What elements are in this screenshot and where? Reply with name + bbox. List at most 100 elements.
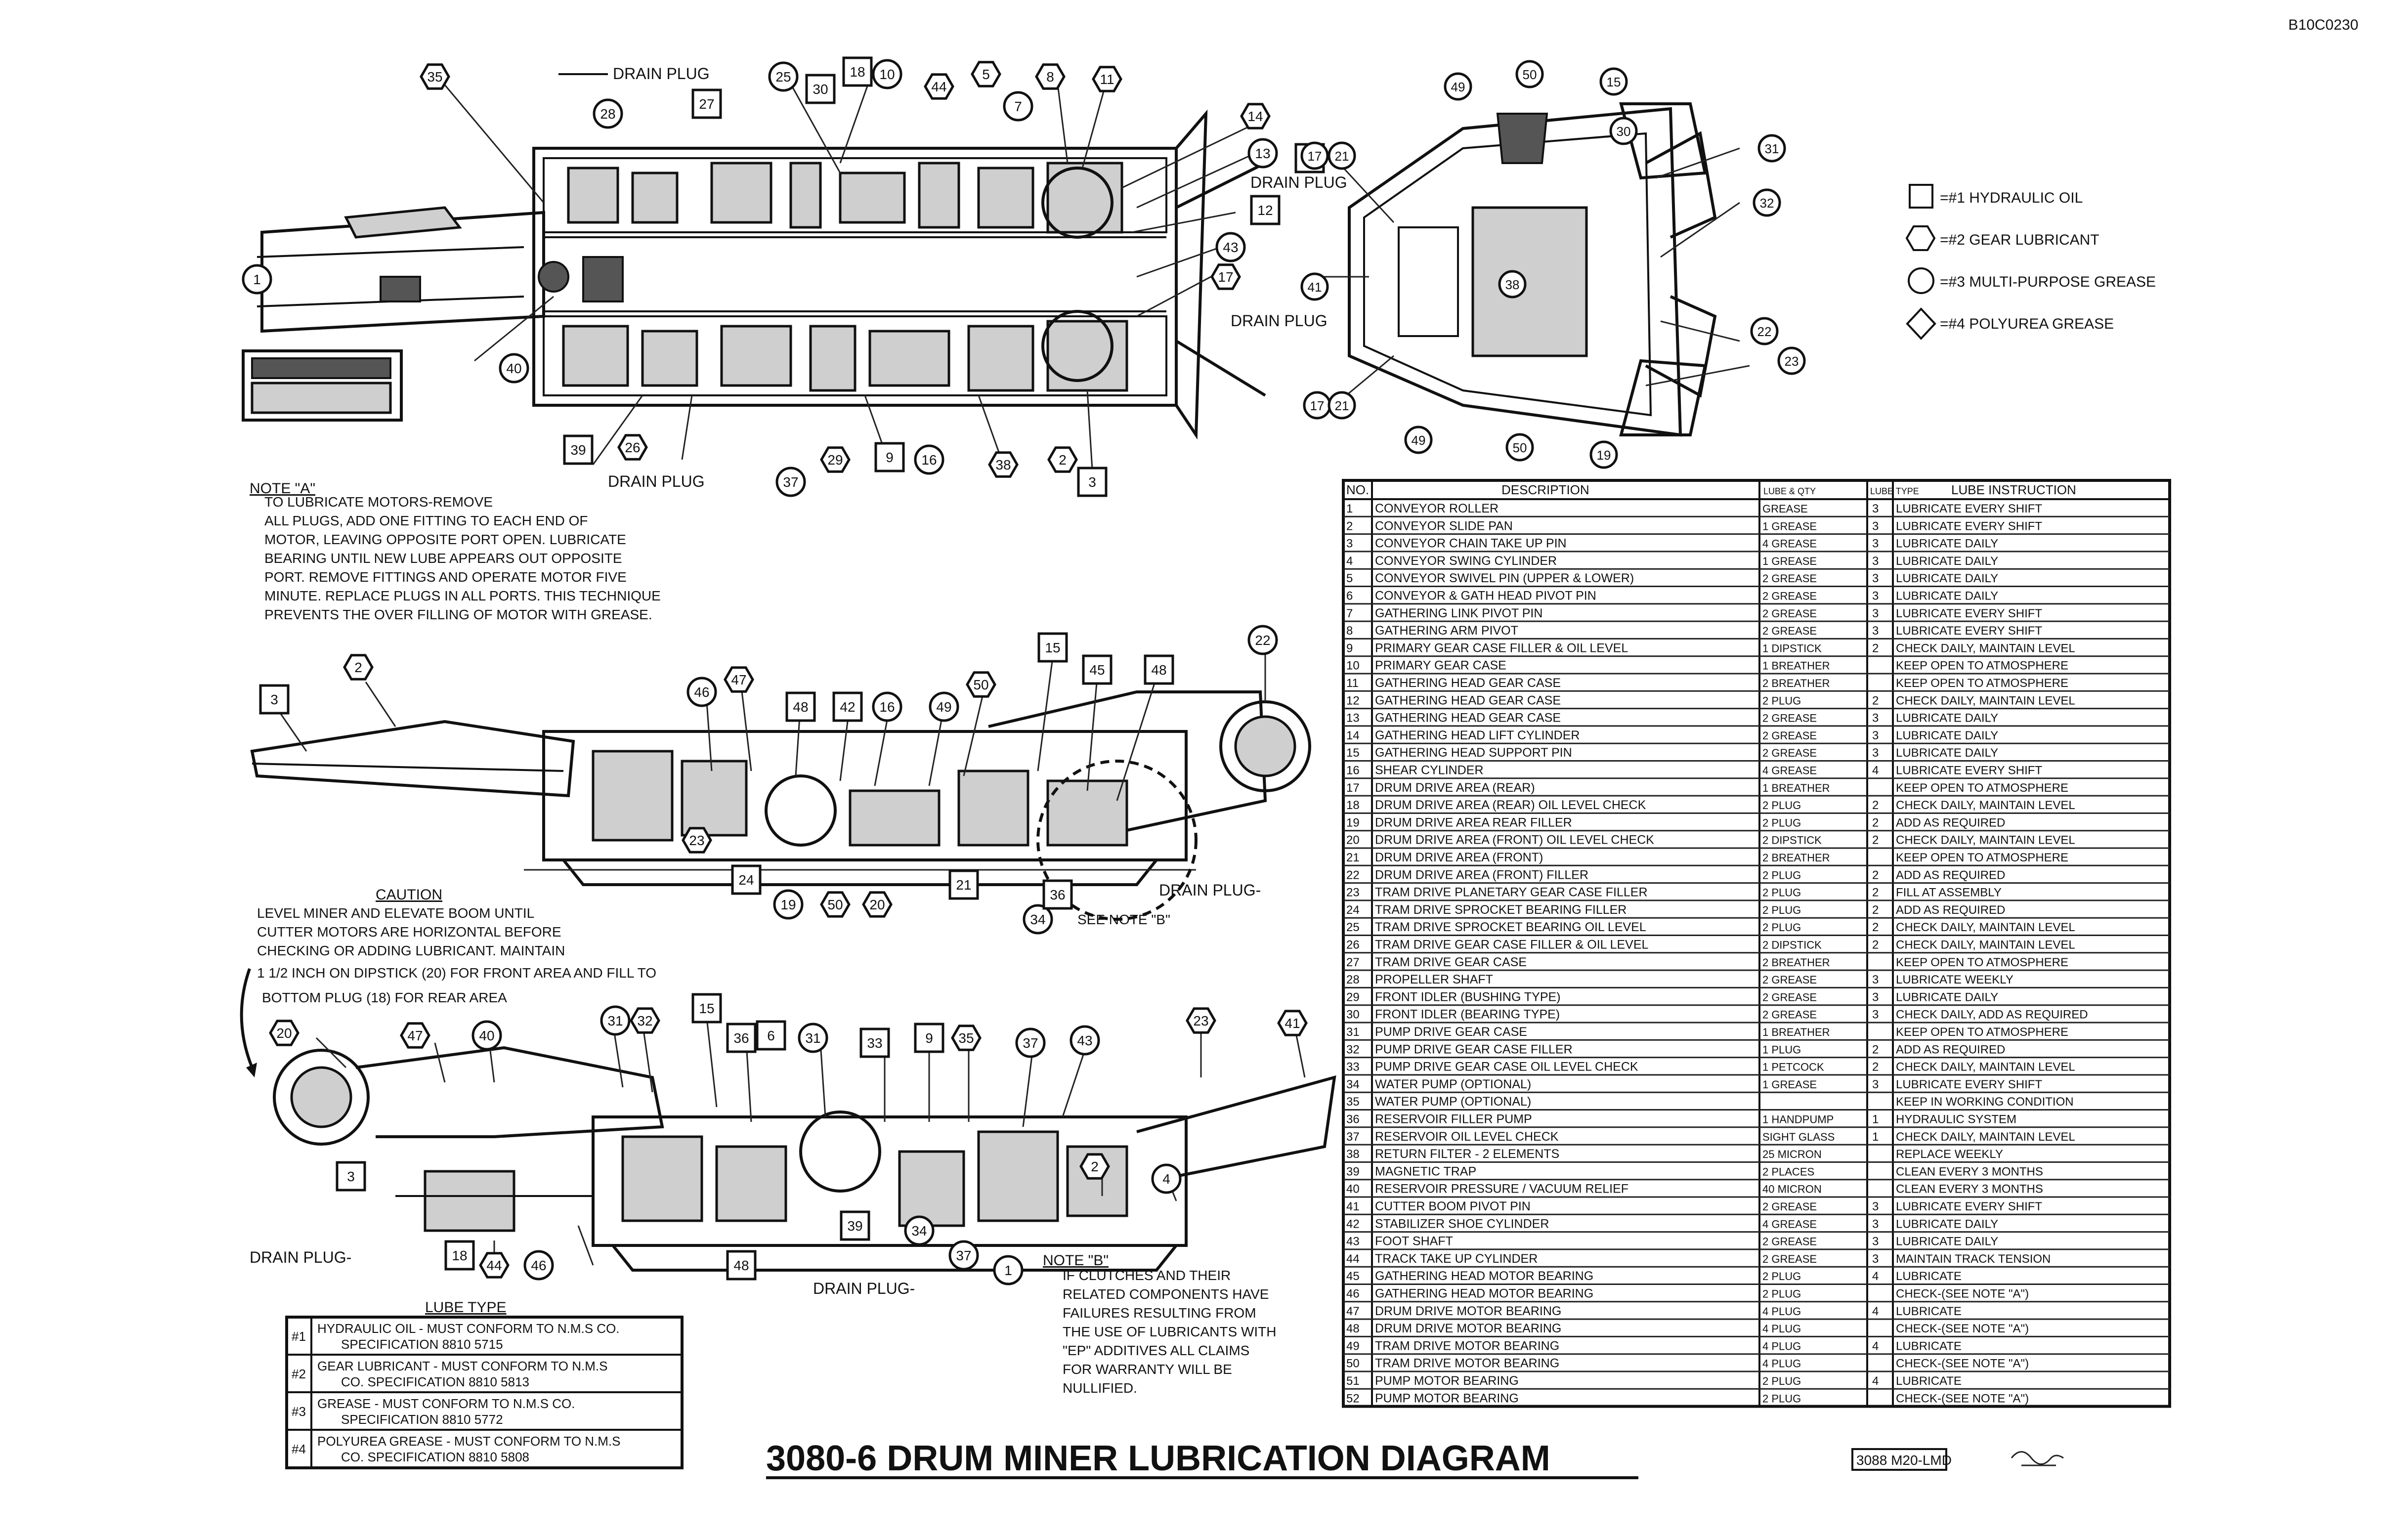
note-b-line-2: RELATED COMPONENTS HAVE bbox=[1063, 1286, 1269, 1302]
row-lube-qty: 2 GREASE bbox=[1762, 1200, 1817, 1213]
row-description: GATHERING HEAD MOTOR BEARING bbox=[1375, 1269, 1593, 1283]
row-instruction: CHECK DAILY, MAINTAIN LEVEL bbox=[1896, 921, 2075, 934]
mid-callout-number: 50 bbox=[973, 677, 988, 692]
lube-type-text: GREASE - MUST CONFORM TO N.M.S CO. bbox=[317, 1396, 575, 1411]
row-lube-qty: 2 PLUG bbox=[1762, 869, 1801, 881]
drain-plug-label-7: DRAIN PLUG- bbox=[813, 1280, 915, 1297]
circle-icon bbox=[1908, 267, 1934, 294]
front-callout-number: 22 bbox=[1757, 324, 1772, 339]
row-lube-type: 1 bbox=[1872, 1130, 1879, 1144]
row-description: DRUM DRIVE AREA (FRONT) FILLER bbox=[1375, 868, 1588, 882]
row-number: 24 bbox=[1346, 903, 1360, 917]
lube-type-text: POLYUREA GREASE - MUST CONFORM TO N.M.S bbox=[317, 1434, 621, 1449]
mid-callout-marker-square bbox=[785, 691, 816, 722]
top-callout-marker-square bbox=[691, 88, 722, 119]
top-callout-marker-square bbox=[563, 434, 594, 465]
note-b-line-5: "EP" ADDITIVES ALL CLAIMS bbox=[1063, 1343, 1249, 1358]
bottom-callout-marker-hexagon bbox=[269, 1020, 300, 1046]
row-instruction: KEEP OPEN TO ATMOSPHERE bbox=[1896, 659, 2068, 673]
row-description: DRUM DRIVE AREA (REAR) bbox=[1375, 781, 1535, 795]
bottom-callout-marker-square bbox=[914, 1023, 944, 1053]
bottom-callout-marker-square bbox=[726, 1023, 757, 1053]
top-callout-number: 40 bbox=[506, 361, 521, 376]
lube-type-text-cont: CO. SPECIFICATION 8810 5813 bbox=[341, 1374, 529, 1389]
top-callout-number: 13 bbox=[1255, 146, 1270, 161]
bottom-callout-number: 47 bbox=[407, 1028, 423, 1043]
mid-callout-number: 49 bbox=[936, 699, 951, 715]
row-number: 23 bbox=[1346, 886, 1360, 899]
row-lube-qty: 40 MICRON bbox=[1762, 1183, 1822, 1196]
front-callout-marker bbox=[1444, 72, 1472, 101]
row-lube-qty: 2 GREASE bbox=[1762, 572, 1817, 585]
caution-line-1: LEVEL MINER AND ELEVATE BOOM UNTIL bbox=[257, 905, 534, 921]
row-description: CONVEYOR CHAIN TAKE UP PIN bbox=[1375, 537, 1567, 551]
row-lube-type: 2 bbox=[1872, 1043, 1879, 1056]
row-description: GATHERING LINK PIVOT PIN bbox=[1375, 606, 1542, 620]
diamond-icon bbox=[1906, 307, 1936, 340]
mid-callout-marker-hexagon bbox=[724, 666, 754, 693]
row-instruction: LUBRICATE bbox=[1896, 1339, 1962, 1353]
note-b-line-4: THE USE OF LUBRICANTS WITH bbox=[1063, 1324, 1276, 1339]
lube-type-text-cont: SPECIFICATION 8810 5772 bbox=[341, 1412, 503, 1427]
row-description: TRAM DRIVE SPROCKET BEARING OIL LEVEL bbox=[1375, 920, 1646, 934]
symbol-legend: =#1 HYDRAULIC OIL =#2 GEAR LUBRICANT =#3… bbox=[1905, 184, 2156, 340]
bottom-callout-marker-square bbox=[840, 1210, 870, 1241]
row-lube-qty: 25 MICRON bbox=[1762, 1148, 1822, 1160]
row-number: 40 bbox=[1346, 1183, 1360, 1196]
row-description: PUMP MOTOR BEARING bbox=[1375, 1391, 1519, 1405]
row-lube-qty: 4 PLUG bbox=[1762, 1323, 1801, 1335]
mid-callout-number: 48 bbox=[793, 699, 808, 715]
row-number: 50 bbox=[1346, 1357, 1360, 1370]
bottom-callout-marker-circle bbox=[1070, 1025, 1100, 1056]
row-description: GATHERING HEAD LIFT CYLINDER bbox=[1375, 728, 1580, 742]
row-lube-type: 3 bbox=[1872, 973, 1879, 986]
note-b-line-6: FOR WARRANTY WILL BE bbox=[1063, 1362, 1232, 1377]
front-callout-marker bbox=[1777, 346, 1806, 375]
bottom-callout-marker-hexagon bbox=[1079, 1153, 1110, 1180]
row-description: TRACK TAKE UP CYLINDER bbox=[1375, 1252, 1538, 1266]
row-instruction: KEEP OPEN TO ATMOSPHERE bbox=[1896, 781, 2068, 795]
row-instruction: HYDRAULIC SYSTEM bbox=[1896, 1113, 2016, 1126]
row-instruction: LUBRICATE bbox=[1896, 1305, 1962, 1318]
mid-callout-number: 15 bbox=[1045, 640, 1060, 655]
row-instruction: LUBRICATE DAILY bbox=[1896, 1217, 1998, 1231]
drain-plug-label-4: DRAIN PLUG bbox=[608, 472, 705, 490]
row-number: 48 bbox=[1346, 1322, 1360, 1335]
row-lube-qty: 2 DIPSTICK bbox=[1762, 834, 1822, 847]
bottom-callout-marker-square bbox=[336, 1161, 366, 1192]
row-lube-qty: 1 BREATHER bbox=[1762, 782, 1830, 794]
bottom-callout-number: 36 bbox=[733, 1030, 749, 1046]
row-instruction: CHECK DAILY, MAINTAIN LEVEL bbox=[1896, 799, 2075, 812]
row-lube-type: 3 bbox=[1872, 1217, 1879, 1231]
row-instruction: LUBRICATE bbox=[1896, 1374, 1962, 1388]
top-callout-marker-circle bbox=[768, 61, 799, 92]
bottom-callout-number: 20 bbox=[276, 1026, 292, 1041]
row-lube-type: 3 bbox=[1872, 746, 1879, 760]
row-description: DRUM DRIVE AREA (REAR) OIL LEVEL CHECK bbox=[1375, 798, 1646, 812]
row-number: 42 bbox=[1346, 1217, 1360, 1231]
front-callout-marker bbox=[1589, 440, 1618, 469]
row-number: 11 bbox=[1346, 677, 1359, 690]
row-lube-type: 4 bbox=[1872, 1270, 1879, 1283]
row-description: TRAM DRIVE MOTOR BEARING bbox=[1375, 1339, 1559, 1353]
bottom-callout-number: 3 bbox=[347, 1169, 355, 1184]
mid-callout-number: 45 bbox=[1089, 662, 1105, 678]
row-description: DRUM DRIVE AREA REAR FILLER bbox=[1375, 815, 1572, 829]
hexagon-icon bbox=[1905, 225, 1936, 251]
row-instruction: LUBRICATE EVERY SHIFT bbox=[1896, 502, 2042, 515]
row-lube-qty: 1 GREASE bbox=[1762, 555, 1817, 567]
bottom-callout-marker-hexagon bbox=[1277, 1010, 1308, 1036]
